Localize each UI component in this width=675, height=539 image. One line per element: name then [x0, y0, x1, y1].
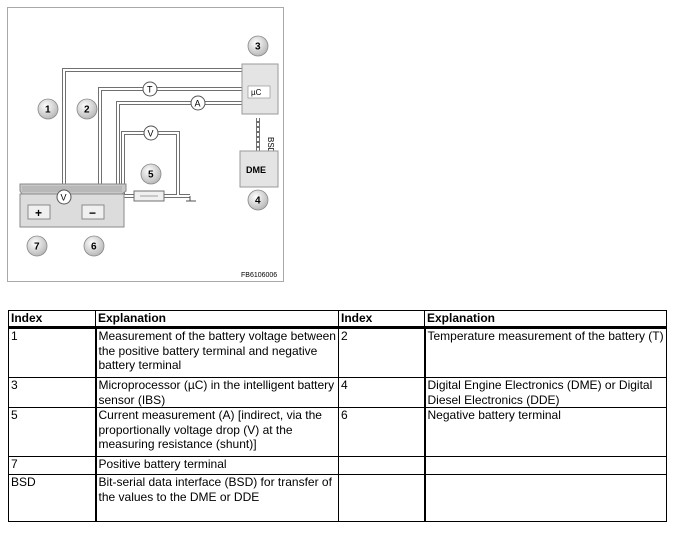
explanation-cell: Bit-serial data interface (BSD) for tran… [95, 474, 339, 522]
svg-text:4: 4 [255, 196, 261, 207]
explanation-cell: Negative battery terminal [424, 407, 667, 457]
svg-text:T: T [147, 85, 153, 95]
index-cell: 2 [338, 327, 426, 378]
explanation-cell: Current measurement (A) [indirect, via t… [95, 407, 339, 457]
index-cell [338, 456, 426, 475]
legend-table: Index Explanation Index Explanation 1 Me… [8, 310, 667, 522]
svg-text:2: 2 [84, 105, 90, 116]
dme-label: DME [246, 165, 266, 175]
index-cell [338, 474, 426, 522]
battery-sensor-diagram: + − µC BSD DME T A V [7, 7, 284, 282]
table-row: 7 Positive battery terminal [8, 456, 667, 475]
minus-terminal-symbol: − [89, 206, 96, 220]
index-cell: 3 [8, 377, 97, 408]
badge-4: 4 [247, 189, 269, 211]
meter-v-shunt: V [143, 125, 159, 141]
svg-text:A: A [195, 99, 201, 109]
table-row: 1 Measurement of the battery voltage bet… [8, 327, 667, 378]
index-cell: 5 [8, 407, 97, 457]
diagram-canvas: + − µC BSD DME T A V [19, 35, 279, 279]
svg-text:V: V [148, 129, 154, 139]
wiring [62, 68, 260, 202]
svg-text:3: 3 [255, 42, 261, 53]
svg-text:5: 5 [148, 170, 154, 181]
explanation-cell: Microprocessor (µC) in the intelligent b… [95, 377, 339, 408]
table-row: 5 Current measurement (A) [indirect, via… [8, 407, 667, 457]
badge-5: 5 [140, 163, 162, 185]
figure-code: FB6106006 [241, 272, 277, 279]
meter-v-battery: V [56, 189, 72, 205]
explanation-cell: Digital Engine Electronics (DME) or Digi… [424, 377, 667, 408]
svg-text:6: 6 [91, 242, 97, 253]
explanation-cell [424, 474, 667, 522]
index-cell: 4 [338, 377, 426, 408]
index-cell: 6 [338, 407, 426, 457]
dme-box: DME [239, 150, 279, 188]
svg-text:1: 1 [45, 105, 51, 116]
table-row: 3 Microprocessor (µC) in the intelligent… [8, 377, 667, 408]
table-row: BSD Bit-serial data interface (BSD) for … [8, 474, 667, 522]
plus-terminal-symbol: + [35, 206, 42, 220]
badge-3: 3 [247, 35, 269, 57]
badge-1: 1 [37, 98, 59, 120]
microprocessor-label: µC [251, 88, 262, 97]
microprocessor-box: µC [241, 63, 279, 115]
header-index-2: Index [338, 310, 425, 329]
badge-6: 6 [83, 235, 105, 257]
explanation-cell [424, 456, 667, 475]
svg-text:V: V [61, 193, 67, 203]
legend-header-row: Index Explanation Index Explanation [8, 310, 667, 329]
explanation-cell: Measurement of the battery voltage betwe… [95, 327, 339, 378]
header-index-1: Index [8, 310, 96, 329]
header-explanation-1: Explanation [95, 310, 339, 329]
header-explanation-2: Explanation [424, 310, 667, 329]
index-cell: 7 [8, 456, 97, 475]
badge-2: 2 [76, 98, 98, 120]
index-cell: BSD [8, 474, 97, 522]
index-cell: 1 [8, 327, 97, 378]
svg-text:7: 7 [34, 242, 40, 253]
bsd-line-label: BSD [266, 137, 275, 154]
explanation-cell: Positive battery terminal [95, 456, 339, 475]
meter-a: A [190, 95, 206, 111]
battery: + − [19, 183, 127, 228]
badge-7: 7 [26, 235, 48, 257]
explanation-cell: Temperature measurement of the battery (… [424, 327, 667, 378]
meter-t: T [142, 81, 158, 97]
